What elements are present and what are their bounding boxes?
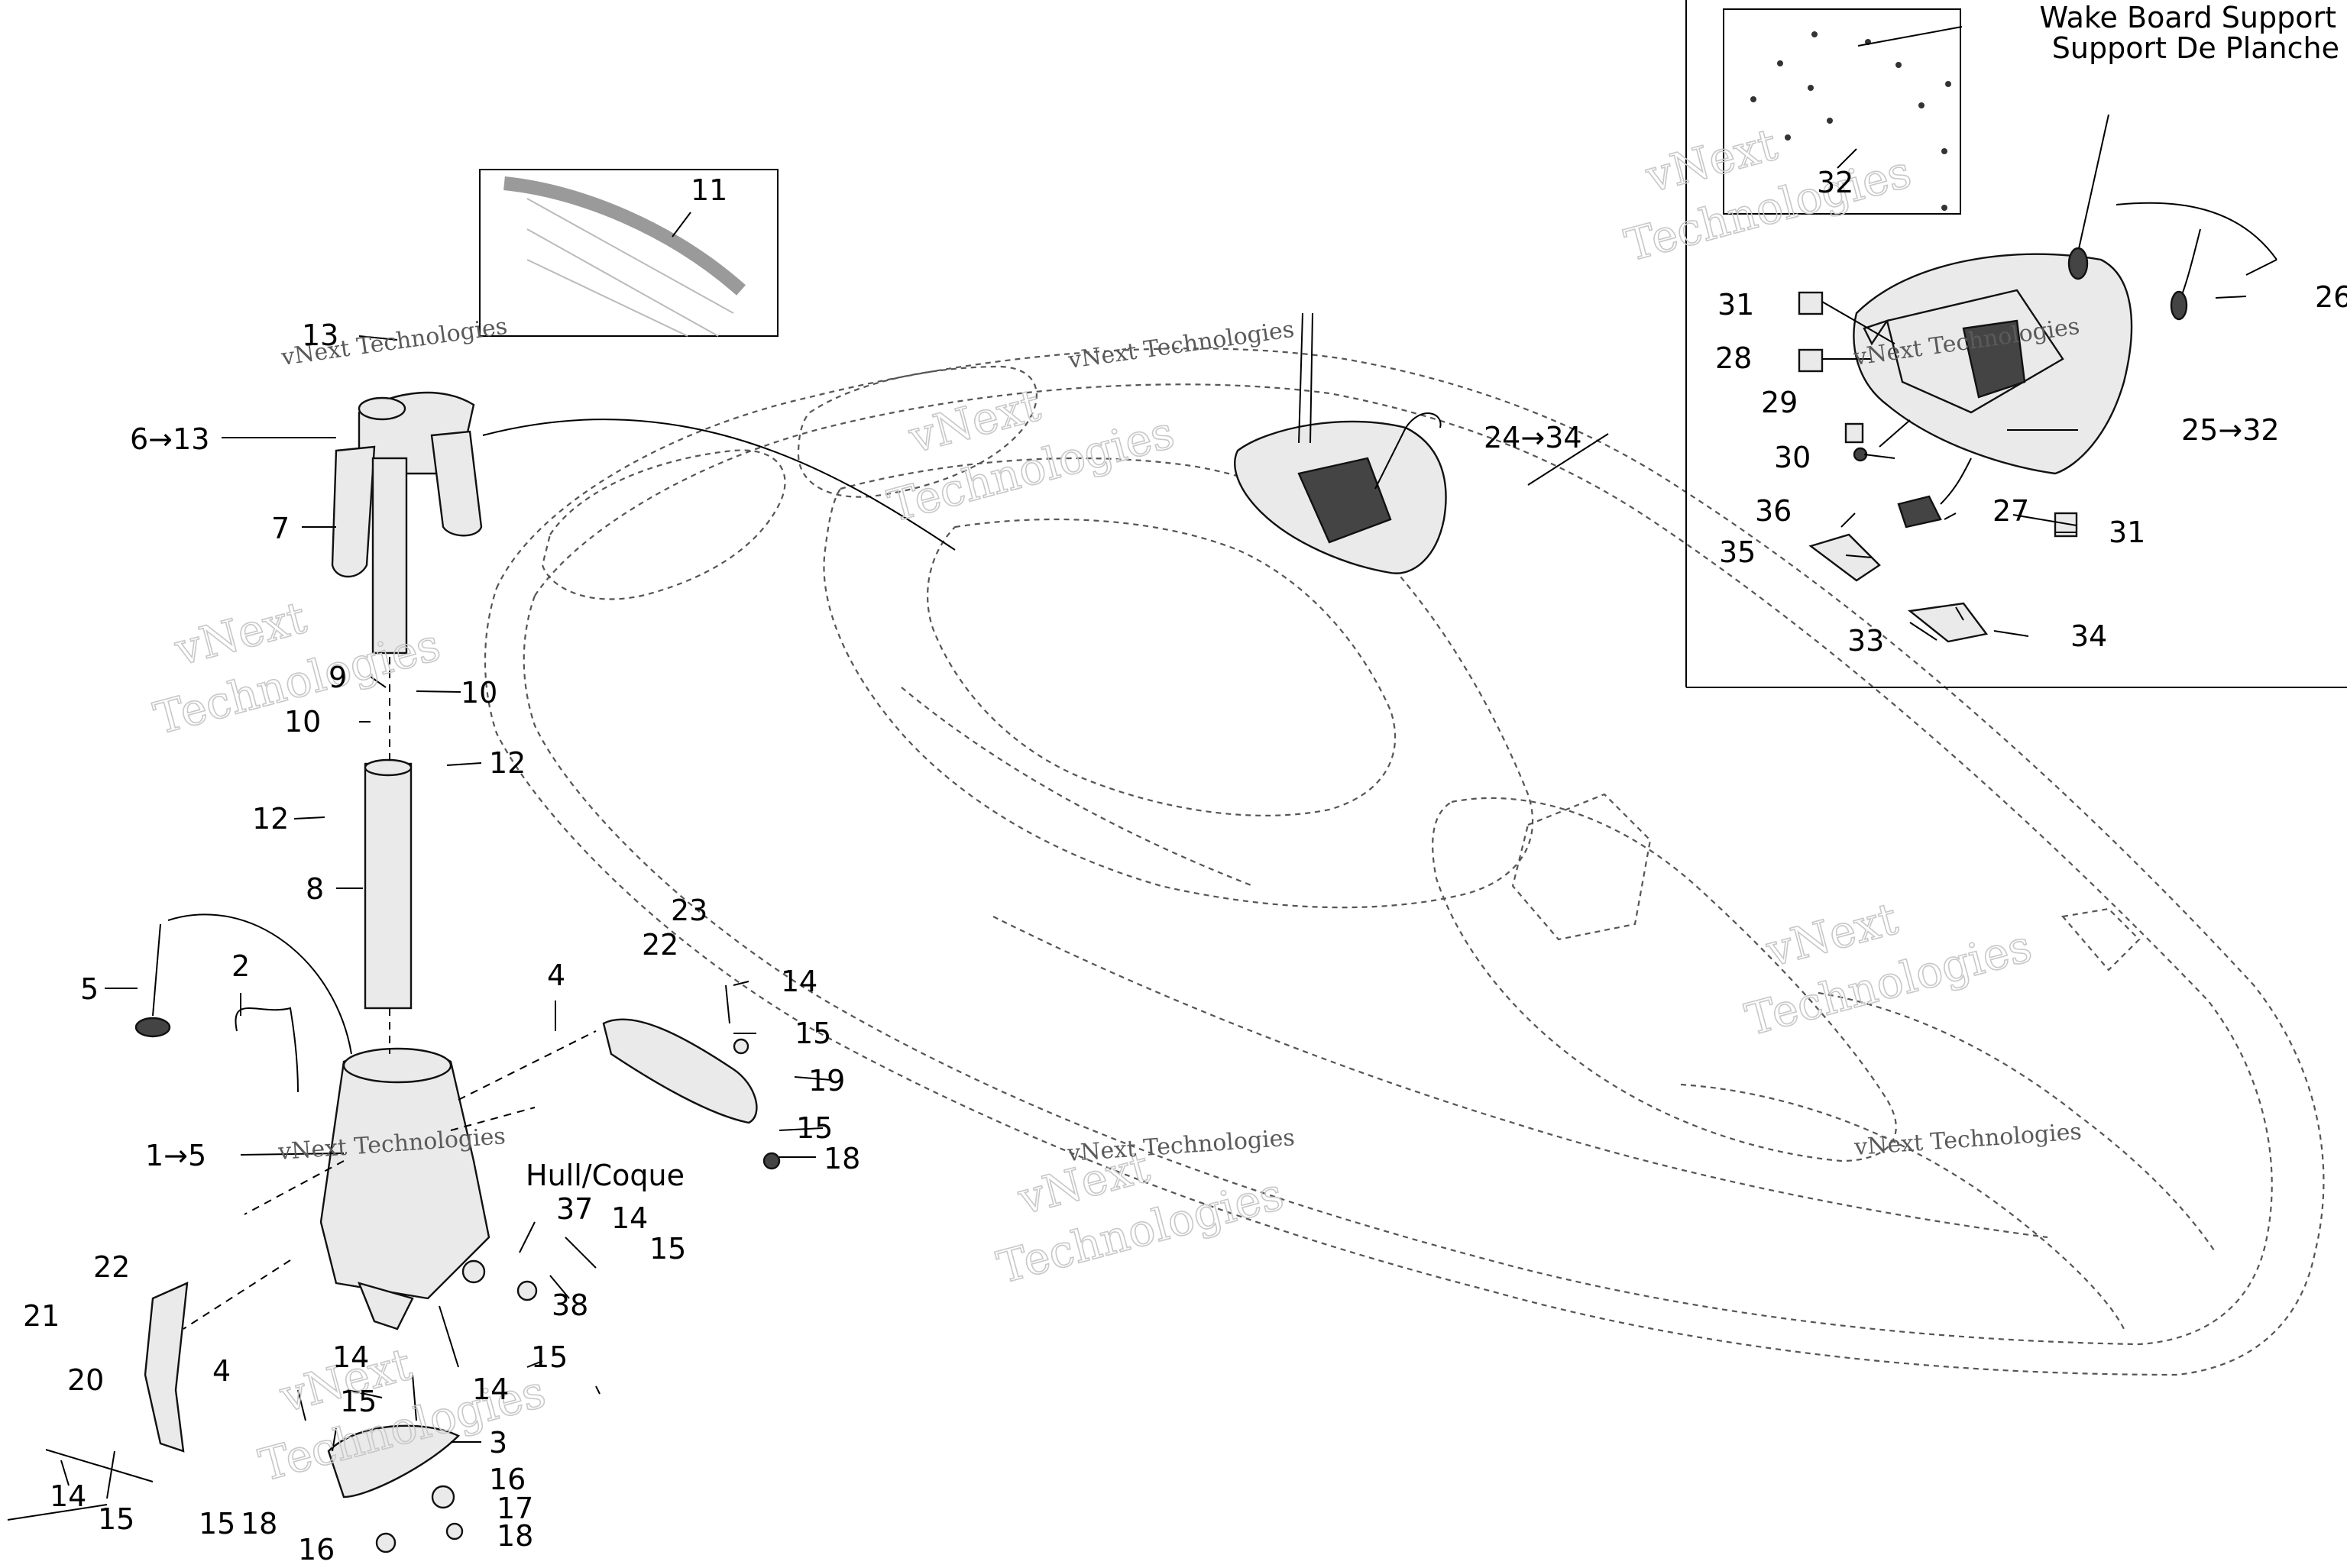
callout: 16 bbox=[298, 1533, 335, 1564]
hull-outline bbox=[484, 348, 2325, 1376]
callout: 4 bbox=[212, 1354, 231, 1388]
callout: 18 bbox=[824, 1142, 860, 1175]
callout: 17 bbox=[497, 1492, 533, 1525]
callout: 31 bbox=[1717, 288, 1754, 322]
callout: 15 bbox=[795, 1017, 831, 1050]
callout: 25→32 bbox=[2181, 413, 2280, 447]
callout: 10 bbox=[284, 705, 321, 739]
callout: 37 bbox=[556, 1192, 593, 1226]
callout: 15 bbox=[98, 1502, 134, 1536]
callout: 14 bbox=[50, 1479, 86, 1513]
callout: 3 bbox=[489, 1426, 507, 1460]
callout: 18 bbox=[241, 1507, 277, 1541]
callout: 24→34 bbox=[1484, 421, 1582, 454]
watermark-company: vNext Technologies bbox=[1853, 1118, 2083, 1161]
callout: 23 bbox=[671, 894, 707, 927]
callout: 36 bbox=[1755, 494, 1792, 528]
callout: 28 bbox=[1715, 341, 1752, 375]
callout: 15 bbox=[199, 1507, 235, 1541]
callout: 9 bbox=[329, 661, 347, 694]
callout: 4 bbox=[547, 959, 565, 992]
callout: 16 bbox=[489, 1463, 526, 1496]
callout: 5 bbox=[80, 972, 99, 1006]
callout: 27 bbox=[1993, 494, 2029, 528]
callout: 29 bbox=[1761, 386, 1798, 419]
callout: 20 bbox=[67, 1363, 104, 1397]
inset-title-line1: Wake Board Support bbox=[2039, 1, 2336, 34]
callout: 19 bbox=[808, 1064, 845, 1098]
callout: 34 bbox=[2070, 619, 2107, 653]
callout: 22 bbox=[642, 928, 678, 962]
callout: 21 bbox=[23, 1299, 60, 1333]
callout: 26 bbox=[2315, 280, 2347, 314]
callout: 6→13 bbox=[130, 422, 209, 456]
callout: 14 bbox=[781, 965, 817, 998]
callout: 15 bbox=[649, 1232, 686, 1266]
callout: 18 bbox=[497, 1519, 533, 1553]
callout: 7 bbox=[271, 512, 290, 545]
callout: 31 bbox=[2109, 516, 2145, 549]
watermark-captions: vNext Technologies vNext Technologies vN… bbox=[277, 313, 2083, 1167]
callout: 14 bbox=[332, 1340, 369, 1374]
callout: 32 bbox=[1817, 166, 1853, 199]
callout: 15 bbox=[340, 1385, 377, 1418]
callout-numbers: 11 13 6→13 7 9 10 10 12 12 8 5 2 4 1→5 2… bbox=[23, 166, 2347, 1566]
callout: 15 bbox=[531, 1340, 568, 1374]
callout: 12 bbox=[252, 802, 289, 836]
inset-title-line2: Support De Planche bbox=[2052, 31, 2339, 65]
callout: 14 bbox=[611, 1201, 648, 1235]
callout: 22 bbox=[93, 1250, 130, 1284]
watermark-company: vNext Technologies bbox=[1066, 316, 1296, 374]
callout: 14 bbox=[472, 1372, 509, 1406]
watermark-company: vNext Technologies bbox=[1066, 1124, 1296, 1167]
callout: 30 bbox=[1774, 441, 1811, 474]
callout: 33 bbox=[1847, 624, 1884, 658]
callout: 10 bbox=[461, 676, 497, 710]
callout: 11 bbox=[691, 173, 727, 207]
callout: 35 bbox=[1719, 535, 1756, 569]
callout: 13 bbox=[302, 318, 338, 352]
wake-board-support-assembly bbox=[1234, 312, 1447, 574]
callout: 8 bbox=[306, 872, 324, 906]
wake-board-inset bbox=[1527, 0, 2347, 688]
hull-label: Hull/Coque bbox=[526, 1159, 685, 1192]
mast-assembly bbox=[7, 169, 956, 1553]
callout: 38 bbox=[552, 1288, 588, 1322]
callout: 15 bbox=[796, 1111, 833, 1145]
callout: 1→5 bbox=[145, 1139, 206, 1172]
callout: 12 bbox=[489, 746, 526, 780]
callout: 2 bbox=[231, 949, 250, 983]
